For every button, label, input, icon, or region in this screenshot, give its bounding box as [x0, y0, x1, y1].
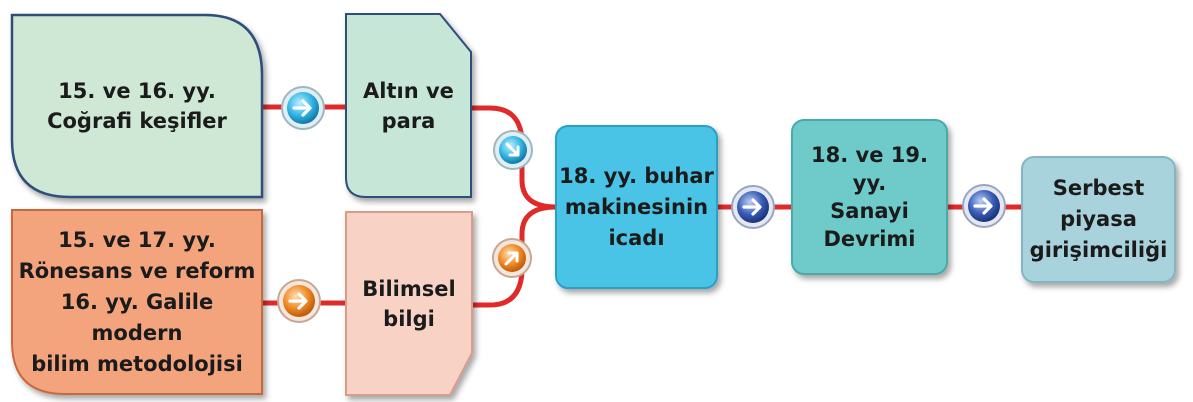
node-sanayi-devrimi [791, 119, 948, 275]
arrow-right-icon [962, 184, 1006, 228]
node-ronesans [11, 209, 263, 395]
node-label-ronesans: 15. ve 17. yy. Rönesans ve reform 16. yy… [18, 227, 256, 376]
arrow-right-icon [277, 279, 321, 323]
node-serbest-piyasa [1021, 156, 1176, 283]
node-label-sanayi: 18. ve 19. yy. Sanayi Devrimi [811, 143, 928, 251]
arrow-down-right-icon [493, 130, 533, 170]
node-altin-para [345, 13, 472, 198]
node-label-buhar: 18. yy. buhar makinesinin icadı [559, 163, 714, 250]
arrow-right-icon [731, 185, 775, 229]
node-label-serbest: Serbest piyasa girişimciliği [1029, 176, 1168, 262]
arrow-up-right-icon [492, 238, 532, 278]
node-label-cografi: 15. ve 16. yy. Coğrafi keşifler [47, 79, 227, 133]
node-label-altin: Altın ve para [363, 78, 454, 133]
node-bilimsel-bilgi [345, 211, 473, 396]
node-buhar-makinesi [555, 125, 718, 289]
node-label-bilimsel: Bilimsel bilgi [362, 276, 456, 331]
arrow-right-icon [281, 86, 325, 130]
node-cografi-kesifler [10, 13, 264, 199]
